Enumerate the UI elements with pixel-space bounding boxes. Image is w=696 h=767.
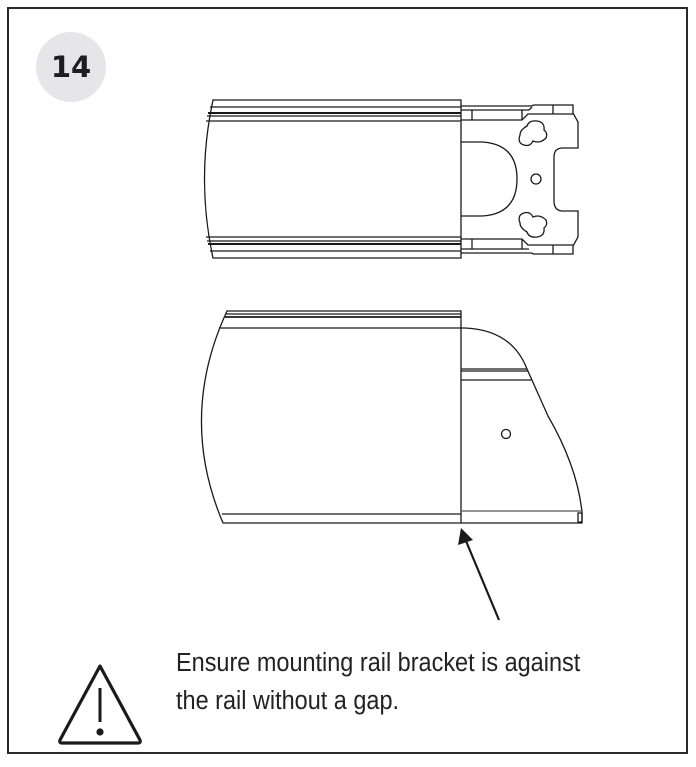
side-view-rail-drawing [200, 310, 462, 524]
top-view-bracket-drawing [461, 104, 579, 255]
warning-text-line-1: Ensure mounting rail bracket is against [176, 649, 581, 677]
top-view-rail-drawing [203, 99, 462, 259]
instruction-panel-frame [7, 7, 688, 754]
warning-text-line-2: the rail without a gap. [176, 687, 400, 715]
warning-note: Ensure mounting rail bracket is against … [176, 644, 636, 720]
step-number: 14 [50, 50, 92, 84]
gap-pointer-arrow [458, 528, 501, 621]
step-number-badge: 14 [36, 32, 106, 102]
warning-triangle-icon [58, 664, 142, 745]
side-view-bracket-drawing [461, 327, 583, 524]
